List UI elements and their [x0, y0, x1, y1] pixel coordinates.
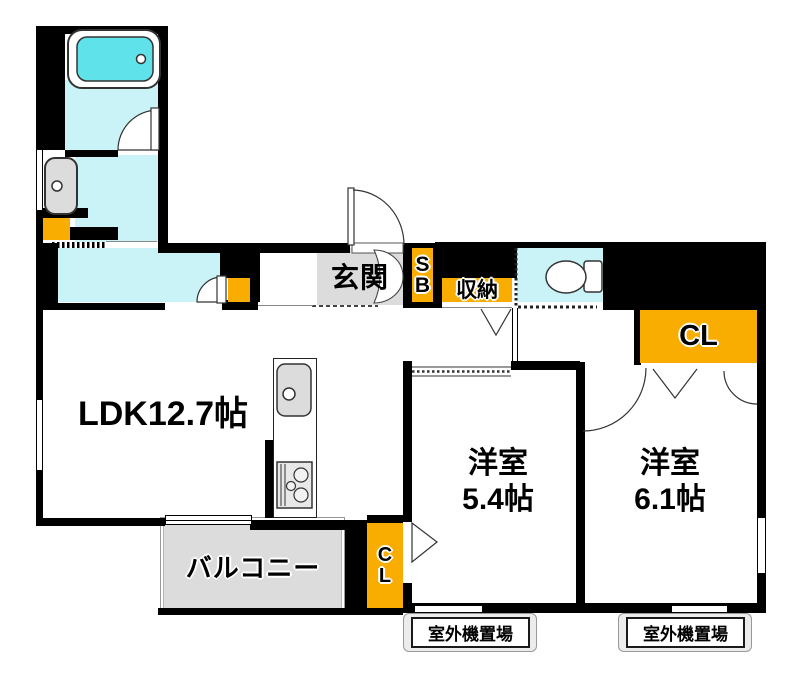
west-1-name: 洋室 [468, 447, 528, 480]
wall-segment [403, 603, 766, 613]
wall-segment [634, 303, 765, 310]
room-label-ldk: LDK12.7帖 [58, 390, 268, 433]
toilet-floor [517, 248, 603, 302]
hall-storage-label-text: 収納 [456, 279, 498, 302]
shoe-box-label-text: SB [414, 252, 431, 297]
west-2-size: 6.1帖 [634, 483, 706, 516]
room-label-west-2: 洋室 6.1帖 [600, 444, 740, 520]
wall-segment [250, 520, 345, 530]
outdoor-unit-label-box-right: 室外機置場 [626, 617, 745, 648]
kitchen-counter [273, 358, 317, 518]
washroom-hall-floor [58, 248, 220, 302]
wall-segment [435, 242, 517, 278]
closet-small-label: CL [367, 523, 403, 608]
west-2-name: 洋室 [640, 447, 700, 480]
shoe-box-label: SB [410, 248, 435, 302]
wall-segment [634, 303, 641, 365]
wall-segment [158, 26, 168, 253]
west-1-size: 5.4帖 [462, 483, 534, 516]
wall-segment [36, 26, 168, 34]
wall-segment [36, 34, 65, 150]
closet-main-label-text: CL [679, 320, 718, 352]
closet-small-label-text: CL [377, 544, 393, 587]
entrance-label: 玄関 [317, 250, 403, 302]
west-room-1-sliding-door [412, 366, 511, 377]
closet-right-door-swing [723, 370, 758, 405]
wall-segment [58, 303, 165, 310]
window [672, 605, 727, 613]
ldk-label-text: LDK12.7帖 [77, 394, 249, 433]
wall-segment [403, 583, 412, 613]
balcony-sliding-door [165, 515, 252, 525]
wall-segment [36, 518, 165, 526]
outdoor-unit-label-box-left: 室外機置場 [411, 617, 530, 648]
wall-segment [517, 242, 603, 248]
entrance-door-swing [347, 187, 405, 254]
wall-segment [36, 470, 43, 526]
balcony-label: バルコニー [167, 548, 339, 584]
wall-segment [511, 361, 580, 370]
hall-storage-label: 収納 [442, 276, 512, 302]
window [415, 605, 482, 613]
room-label-west-1: 洋室 5.4帖 [428, 444, 568, 520]
wall-segment [36, 210, 43, 243]
west-room-2-door-swing [582, 367, 647, 432]
wall-segment [70, 227, 118, 240]
wall-segment [603, 242, 766, 310]
wall-segment [220, 246, 260, 278]
window [757, 518, 766, 573]
sink-icon [44, 157, 78, 215]
window [36, 400, 43, 470]
wall-segment [265, 440, 273, 518]
wall-segment [757, 310, 766, 518]
wall-segment [367, 515, 403, 523]
sliding-door-rail [166, 520, 251, 521]
closet-small [367, 523, 403, 608]
washroom-storage-box [43, 218, 70, 240]
wall-segment [36, 310, 43, 400]
wall-segment [576, 362, 585, 613]
wall-segment [36, 243, 58, 310]
storage-threshold [442, 302, 512, 308]
closet-folding-door [652, 368, 698, 399]
outdoor-unit-right-label: 室外機置場 [643, 625, 728, 644]
wall-segment [222, 300, 258, 310]
entrance-label-text: 玄関 [330, 262, 389, 293]
wall-segment [403, 361, 412, 522]
closet-small-door-mark [411, 521, 438, 564]
wall-segment [345, 520, 367, 613]
window [36, 150, 43, 210]
bathroom-floor [65, 80, 158, 150]
hall-storage-box [228, 278, 250, 302]
balcony-area [160, 517, 345, 612]
wall-segment [65, 150, 118, 157]
hall-storage [442, 278, 512, 302]
wall-segment [250, 278, 260, 302]
storage-folding-door [480, 308, 512, 337]
closet-main-label: CL [640, 310, 757, 363]
wall-segment [158, 608, 403, 615]
closet-main [640, 310, 757, 363]
shoe-box [412, 248, 433, 302]
wall-segment [435, 278, 442, 308]
wall-segment [36, 208, 88, 218]
wall-segment [757, 573, 766, 613]
outdoor-unit-left-label: 室外機置場 [428, 625, 513, 644]
balcony-label-text: バルコニー [185, 552, 321, 583]
